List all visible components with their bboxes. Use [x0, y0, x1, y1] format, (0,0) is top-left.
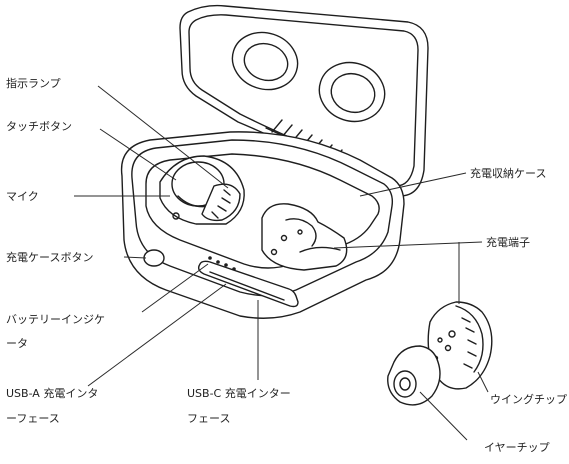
label-usb-a-1: USB-A 充電インタ: [6, 387, 99, 400]
label-touch-button: タッチボタン: [6, 120, 72, 133]
label-indicator-lamp: 指示ランプ: [6, 77, 61, 90]
label-mic: マイク: [6, 190, 39, 203]
leader-lines: [74, 85, 489, 441]
label-charge-case-button: 充電ケースボタン: [6, 251, 94, 264]
case-body: [120, 131, 405, 319]
label-charging-terminal: 充電端子: [486, 236, 530, 249]
label-usb-c-2: フェース: [187, 412, 231, 425]
label-charging-case: 充電収納ケース: [470, 167, 547, 180]
case-lid: [179, 4, 429, 197]
earbud-detail: [387, 301, 493, 406]
label-battery-indicator-2: ータ: [6, 337, 28, 350]
label-wing-tip: ウイングチップ: [490, 393, 567, 406]
label-usb-c-1: USB-C 充電インター: [187, 387, 291, 400]
label-battery-indicator-1: バッテリーインジケ: [6, 313, 105, 326]
label-ear-tip: イヤーチップ: [484, 441, 550, 454]
label-usb-a-2: ーフェース: [6, 412, 60, 425]
